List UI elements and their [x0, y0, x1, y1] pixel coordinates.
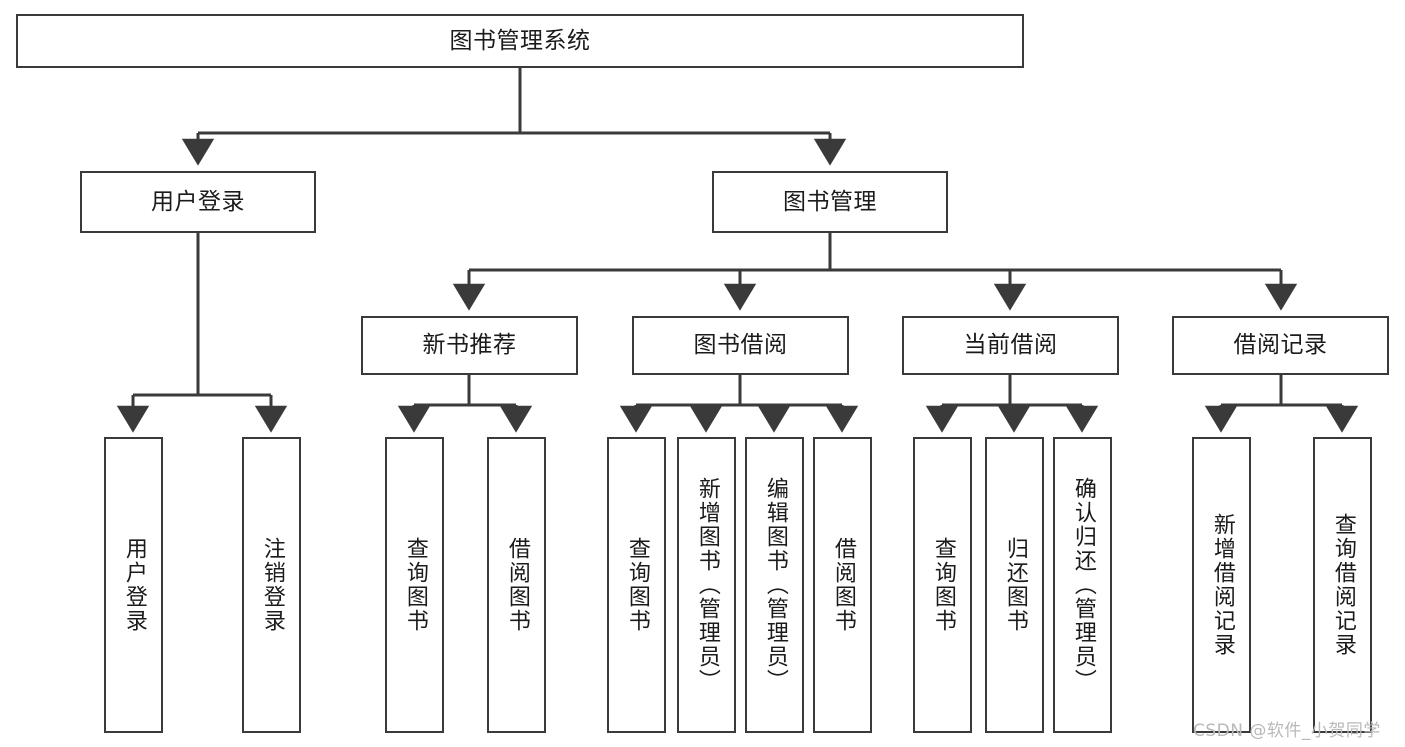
node-leaf-query-book-1[interactable]: 查询图书	[385, 437, 444, 733]
node-leaf-add-book-label: 新增图书（管理员）	[694, 477, 720, 693]
node-leaf-borrow-book-2[interactable]: 借阅图书	[813, 437, 872, 733]
node-leaf-query-book-1-label: 查询图书	[402, 537, 428, 633]
node-leaf-confirm-return-label: 确认归还（管理员）	[1070, 477, 1096, 693]
node-leaf-edit-book[interactable]: 编辑图书（管理员）	[745, 437, 804, 733]
node-leaf-query-book-2[interactable]: 查询图书	[607, 437, 666, 733]
node-leaf-borrow-book-1[interactable]: 借阅图书	[487, 437, 546, 733]
node-leaf-query-borrow-record[interactable]: 查询借阅记录	[1313, 437, 1372, 733]
node-leaf-query-book-3-label: 查询图书	[930, 537, 956, 633]
node-root[interactable]: 图书管理系统	[16, 14, 1024, 68]
node-book-management[interactable]: 图书管理	[712, 171, 948, 233]
node-leaf-confirm-return[interactable]: 确认归还（管理员）	[1053, 437, 1112, 733]
node-leaf-query-book-3[interactable]: 查询图书	[913, 437, 972, 733]
node-leaf-user-login[interactable]: 用户登录	[104, 437, 163, 733]
node-book-borrow-label: 图书借阅	[693, 332, 788, 359]
node-leaf-query-borrow-record-label: 查询借阅记录	[1330, 513, 1356, 657]
node-leaf-add-book[interactable]: 新增图书（管理员）	[677, 437, 736, 733]
node-leaf-return-book-label: 归还图书	[1002, 537, 1028, 633]
node-borrow-record-label: 借阅记录	[1233, 332, 1328, 359]
node-borrow-record[interactable]: 借阅记录	[1172, 316, 1389, 375]
node-leaf-add-borrow-record[interactable]: 新增借阅记录	[1192, 437, 1251, 733]
node-leaf-return-book[interactable]: 归还图书	[985, 437, 1044, 733]
node-user-login-label: 用户登录	[151, 188, 245, 215]
node-leaf-add-borrow-record-label: 新增借阅记录	[1209, 513, 1235, 657]
node-book-borrow[interactable]: 图书借阅	[632, 316, 849, 375]
node-leaf-edit-book-label: 编辑图书（管理员）	[762, 477, 788, 693]
node-new-book-recommend-label: 新书推荐	[422, 332, 517, 359]
node-user-login[interactable]: 用户登录	[80, 171, 316, 233]
node-book-management-label: 图书管理	[783, 188, 877, 215]
watermark: CSDN @软件_小贺同学	[1193, 721, 1381, 741]
node-leaf-borrow-book-1-label: 借阅图书	[504, 537, 530, 633]
node-new-book-recommend[interactable]: 新书推荐	[361, 316, 578, 375]
node-current-borrow-label: 当前借阅	[963, 332, 1058, 359]
node-leaf-user-login-label: 用户登录	[121, 537, 147, 633]
node-leaf-user-logout-label: 注销登录	[259, 537, 285, 633]
node-current-borrow[interactable]: 当前借阅	[902, 316, 1119, 375]
node-root-label: 图书管理系统	[449, 27, 591, 54]
node-leaf-user-logout[interactable]: 注销登录	[242, 437, 301, 733]
node-leaf-borrow-book-2-label: 借阅图书	[830, 537, 856, 633]
node-leaf-query-book-2-label: 查询图书	[624, 537, 650, 633]
